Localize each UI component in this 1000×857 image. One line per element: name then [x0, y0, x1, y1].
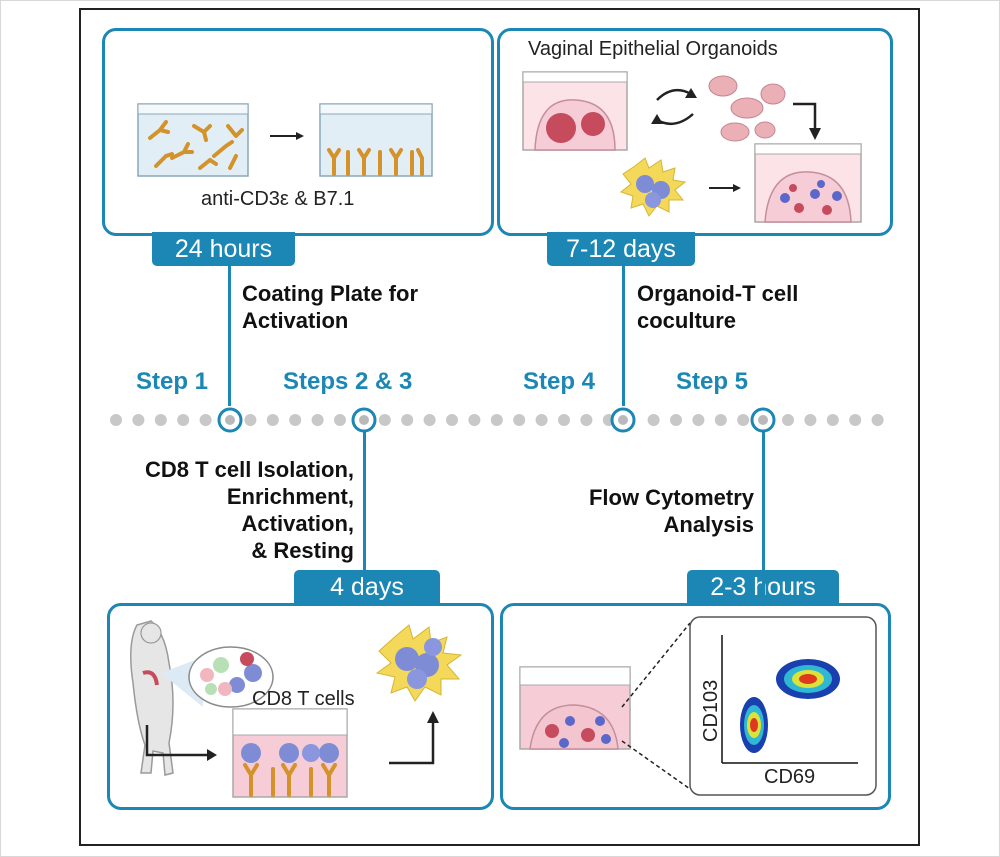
cd69-high-population: [776, 659, 840, 699]
timeline-markers: [217, 407, 776, 433]
dissociated-cells: [708, 75, 786, 142]
cell-mixture: [188, 646, 274, 708]
isolation-illustration: [130, 620, 463, 798]
timeline-dot: [826, 414, 839, 426]
coating-title-line1: Coating Plate for: [242, 281, 419, 306]
timeline-dot: [535, 414, 548, 426]
flow-title-line1: Flow Cytometry: [588, 485, 754, 510]
timeline-dots: [110, 414, 884, 426]
timeline-dot: [804, 414, 817, 426]
timeline-dot: [670, 414, 682, 426]
cd69-low-population: [740, 697, 768, 753]
step-4-label: Step 4: [523, 368, 596, 395]
coculture-duration-tag: 7-12 days: [547, 232, 695, 266]
flow-x-axis-label: CD69: [764, 766, 816, 788]
flow-title-line2: Analysis: [663, 512, 755, 537]
step-5-label: Step 5: [676, 368, 749, 395]
timeline-dot: [580, 414, 593, 426]
timeline-dot: [110, 414, 122, 426]
coculture-title-line2: coculture: [637, 308, 737, 333]
coculture-arrow-down: [793, 102, 817, 130]
organoid-well: [522, 71, 628, 151]
timeline-dot: [199, 414, 212, 426]
coating-title-line2: Activation: [242, 308, 349, 333]
timeline-dot: [177, 414, 190, 426]
timeline-dot: [334, 414, 346, 426]
coating-duration-tag: 24 hours: [152, 232, 295, 266]
timeline-dot: [490, 414, 503, 426]
isolation-title-line3: Activation,: [241, 511, 354, 536]
timeline-dot: [692, 414, 705, 426]
mouse-icon: [130, 620, 174, 776]
timeline-dot: [266, 414, 279, 426]
coculture-well: [754, 143, 862, 223]
flow-well: [519, 666, 631, 750]
activated-t-cells: [619, 157, 687, 217]
coating-well-before: [137, 103, 249, 177]
coculture-title-line1: Organoid-T cell: [637, 281, 799, 306]
timeline-dot: [782, 414, 794, 426]
timeline-dot: [513, 414, 526, 426]
timeline-dot: [849, 414, 862, 426]
timeline-dot: [132, 414, 145, 426]
step1-connector: [228, 266, 231, 406]
coating-arrow: [270, 132, 304, 140]
coculture-caption: Vaginal Epithelial Organoids: [528, 38, 778, 60]
coculture-title: Organoid-T cell coculture: [637, 280, 798, 334]
coating-well-after: [319, 103, 433, 177]
step4-connector: [622, 266, 625, 406]
timeline-dot: [154, 414, 167, 426]
flow-title: Flow Cytometry Analysis: [520, 484, 754, 538]
step-1-label: Step 1: [136, 368, 209, 395]
timeline: [110, 407, 884, 433]
timeline-dot: [378, 414, 391, 426]
coculture-illustration: [522, 71, 862, 223]
step5-connector: [762, 428, 765, 604]
timeline-dot: [468, 414, 481, 426]
isolation-title-line2: Enrichment,: [226, 484, 354, 509]
coating-illustration: [137, 103, 433, 177]
step23-connector: [363, 428, 366, 604]
flow-y-axis-label: CD103: [700, 679, 722, 742]
dissociation-cycle-arrows: [651, 88, 697, 126]
cd8-caption: CD8 T cells: [252, 688, 355, 710]
timeline-dot: [423, 414, 436, 426]
timeline-dot: [401, 414, 414, 426]
timeline-marker-centers: [225, 415, 768, 425]
coating-title: Coating Plate for Activation: [242, 280, 418, 334]
timeline-dot: [737, 414, 750, 426]
activated-t-cell-cluster: [375, 624, 463, 702]
cd8-well: [232, 708, 348, 798]
timeline-dot: [714, 414, 727, 426]
isolation-title-line1: CD8 T cell Isolation,: [144, 457, 354, 482]
timeline-dot: [558, 414, 570, 426]
timeline-dot: [647, 414, 660, 426]
timeline-dot: [871, 414, 884, 426]
timeline-dot: [446, 414, 458, 426]
isolation-duration-tag: 4 days: [294, 570, 440, 604]
timeline-dot: [289, 414, 302, 426]
steps-2-3-label: Steps 2 & 3: [283, 368, 413, 395]
timeline-dot: [311, 414, 324, 426]
isolation-title: CD8 T cell Isolation, Enrichment, Activa…: [100, 456, 354, 564]
isolation-title-line4: & Resting: [251, 538, 354, 563]
timeline-dot: [244, 414, 257, 426]
coating-caption: anti-CD3ε & B7.1: [201, 188, 355, 210]
flow-illustration: [519, 616, 877, 796]
